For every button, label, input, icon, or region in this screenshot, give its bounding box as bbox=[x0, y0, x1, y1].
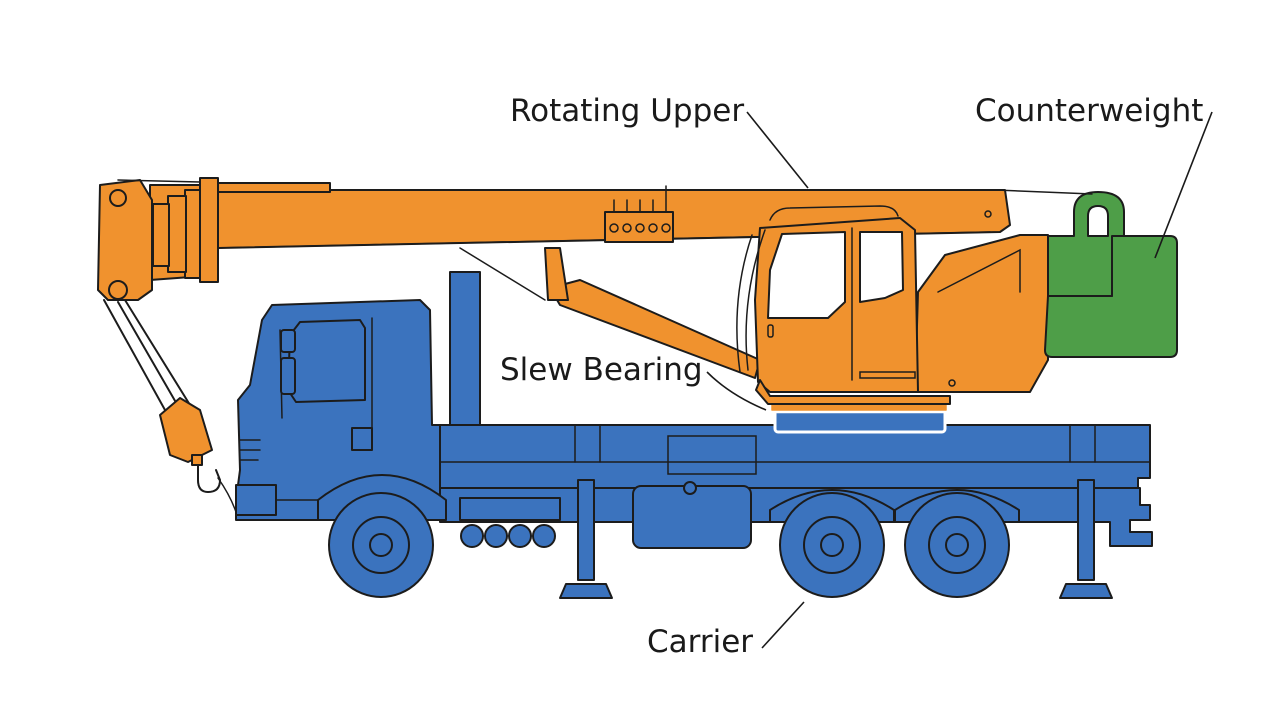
carrier bbox=[235, 271, 1153, 599]
rear-wheel-2 bbox=[904, 492, 1010, 598]
front-wheel bbox=[328, 492, 434, 598]
leader-counterweight bbox=[1154, 111, 1213, 259]
counterweight bbox=[1044, 191, 1178, 358]
carrier-deck bbox=[439, 424, 1151, 491]
label-slew-bearing: Slew Bearing bbox=[500, 352, 703, 388]
outrigger-front bbox=[559, 479, 613, 599]
leader-rotating-upper bbox=[746, 111, 809, 189]
boom-head bbox=[97, 179, 153, 301]
leader-slew-bearing bbox=[706, 371, 767, 411]
truck-cab bbox=[235, 299, 441, 521]
leader-carrier bbox=[761, 601, 805, 649]
hook-icon bbox=[197, 464, 221, 493]
hook-block bbox=[103, 299, 237, 513]
boom-support-post bbox=[449, 271, 481, 431]
cab-window-front bbox=[767, 231, 846, 319]
valve-block bbox=[604, 185, 674, 243]
outrigger-rear bbox=[1059, 479, 1113, 599]
label-counterweight: Counterweight bbox=[975, 93, 1203, 129]
rotating-upper bbox=[97, 177, 1049, 405]
rear-wheel-1 bbox=[779, 492, 885, 598]
cab-window-side bbox=[859, 231, 904, 303]
label-carrier: Carrier bbox=[647, 624, 753, 660]
upper-housing bbox=[914, 234, 1049, 393]
cab-window bbox=[287, 319, 366, 403]
counterweight-upper bbox=[1047, 191, 1125, 297]
label-rotating-upper: Rotating Upper bbox=[510, 93, 744, 129]
fuel-tank bbox=[632, 485, 752, 549]
